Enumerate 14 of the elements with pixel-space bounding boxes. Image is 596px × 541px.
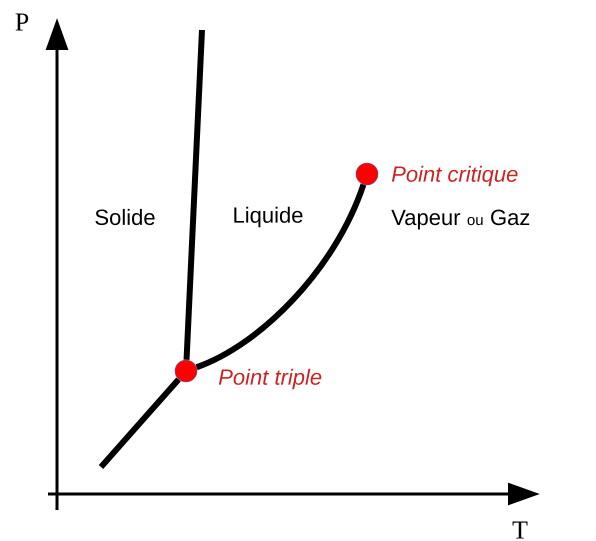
axis-label: T (512, 521, 528, 538)
phase-boundary-line (98, 377, 181, 469)
phase-point (174, 360, 198, 382)
phase-label: Gaz (491, 210, 530, 226)
phase-label: Liquide (234, 206, 302, 228)
phase-label: Solide (95, 208, 155, 226)
phase-label: Vapeur (391, 210, 460, 230)
point-label: Point critique (392, 166, 518, 186)
axis-label: P (16, 13, 28, 30)
point-label: Point triple (218, 368, 322, 390)
phase-boundary-line (196, 184, 366, 370)
phase-label: ou (468, 216, 483, 226)
phase-boundary-line (184, 30, 205, 360)
phase-point (356, 162, 378, 186)
